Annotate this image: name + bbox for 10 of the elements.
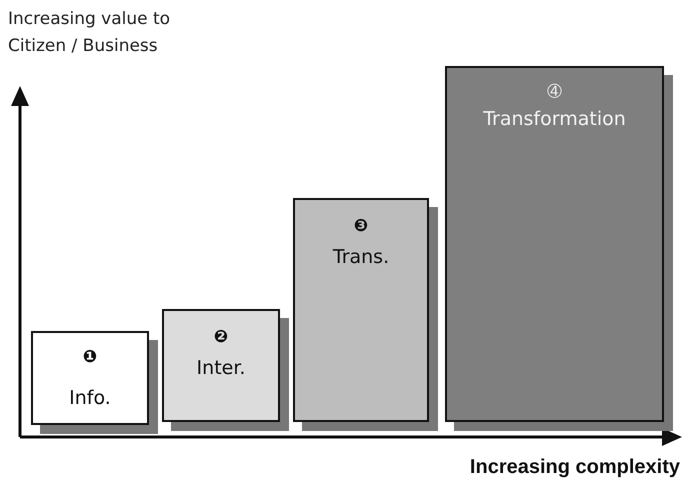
stage-label: Inter. bbox=[196, 357, 246, 379]
stage-label: Transformation bbox=[483, 108, 626, 130]
step-number: ❷ bbox=[214, 327, 228, 347]
axis-title: Increasing value to Citizen / Business bbox=[8, 8, 172, 58]
axis-title: Increasing complexity bbox=[470, 456, 680, 479]
stage-label: Info. bbox=[69, 387, 111, 409]
stage-label: Trans. bbox=[332, 246, 390, 268]
step-number: ❸ bbox=[354, 216, 368, 236]
step-number: ❶ bbox=[82, 347, 98, 367]
step-number: ➃ bbox=[547, 82, 562, 102]
